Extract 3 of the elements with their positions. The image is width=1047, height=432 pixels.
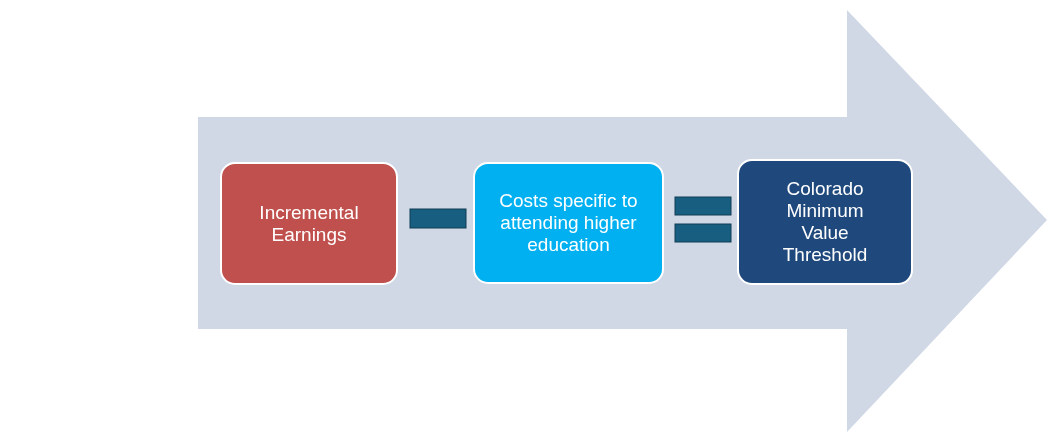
process-box: Costs specific to attending higher education [473, 162, 664, 284]
process-box: Colorado Minimum Value Threshold [737, 159, 913, 285]
process-box: Incremental Earnings [220, 162, 398, 285]
